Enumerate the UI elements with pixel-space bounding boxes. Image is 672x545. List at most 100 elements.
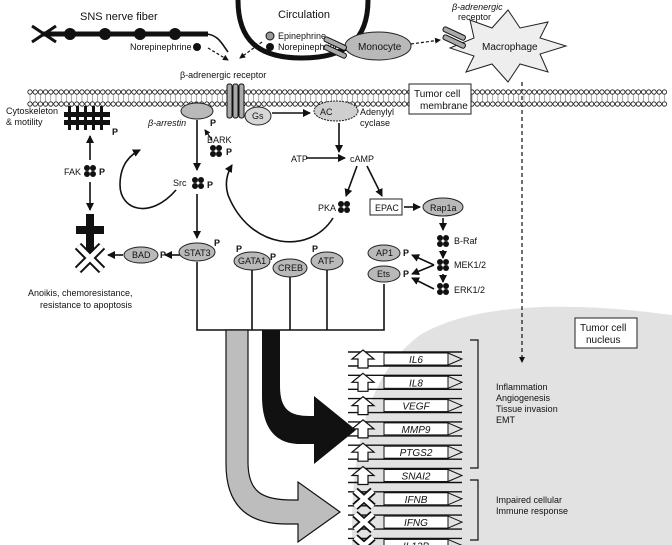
macrophage [448, 9, 568, 83]
atf-p: P [312, 244, 318, 254]
gene-box [383, 422, 449, 436]
braf-icon [437, 235, 449, 247]
monocyte-label: Monocyte [358, 42, 402, 53]
norepinephrine-nerve-label: Norepinephrine [130, 42, 192, 52]
adenylyl-label-2: cyclase [360, 118, 390, 128]
epinephrine-label: Epinephrine [278, 31, 326, 41]
outcome-up: Angiogenesis [496, 393, 551, 403]
epinephrine-dot [265, 31, 275, 41]
norepinephrine-dot [266, 43, 274, 51]
ets-p: P [403, 269, 409, 279]
fak-p: P [99, 167, 105, 177]
macrophage-label: Macrophage [482, 42, 538, 53]
gene-name: MMP9 [402, 425, 431, 436]
beta-arrestin [180, 102, 214, 120]
src-p: P [207, 180, 213, 190]
upregulation-arrow-icon [350, 372, 376, 392]
gene-box [383, 515, 449, 529]
gene-box [383, 375, 449, 389]
upregulation-arrow-icon [350, 395, 376, 416]
gene-list: IL6IL8VEGFMMP9PTGS2SNAI2IFNBIFNGIL12B [348, 349, 464, 545]
bark-label: BARK [207, 135, 232, 145]
gene-name: IL12B [403, 541, 429, 545]
epac-label: EPAC [375, 203, 399, 213]
upregulation-arrow-icon [350, 442, 376, 462]
camp-label: cAMP [350, 154, 374, 164]
tumor-cell-membrane-box [408, 83, 472, 115]
outcome-up: EMT [496, 415, 516, 425]
circulation-label: Circulation [278, 9, 330, 21]
stat3-p: P [214, 238, 220, 248]
gene-row-down: IFNB [348, 487, 464, 510]
pka-label: PKA [318, 203, 336, 213]
epac-box [369, 198, 403, 216]
outcomes-up: Inflammation Angiogenesis Tissue invasio… [496, 382, 558, 425]
downregulated-bracket [470, 479, 479, 541]
gene-name: IL8 [409, 378, 423, 389]
rap1a-node [422, 197, 464, 217]
ap1-p: P [403, 248, 409, 258]
circulation-vessel [235, 0, 371, 61]
upregulated-bracket [470, 339, 479, 469]
beta-receptor-top-label-1: β-adrenergic [451, 2, 503, 12]
ets-label: Ets [377, 269, 391, 279]
bad-node [123, 246, 159, 264]
gata1-p: P [236, 244, 242, 254]
tumor-cell-membrane-label-1: Tumor cell [414, 89, 460, 100]
rap1a-label: Rap1a [430, 203, 457, 213]
atp-label: ATP [291, 154, 308, 164]
gene-name: VEGF [402, 402, 430, 413]
gene-name: IFNG [404, 518, 428, 529]
beta-receptor-top-label-2: receptor [458, 12, 491, 22]
ac-label: AC [320, 107, 333, 117]
outcome-down: Immune response [496, 506, 568, 516]
beta-receptor-membrane-label: β-adrenergic receptor [180, 70, 266, 80]
anoikis-label-1: Anoikis, chemoresistance, [28, 288, 133, 298]
ap1-label: AP1 [376, 248, 393, 258]
src-label: Src [173, 178, 187, 188]
black-arrow [262, 330, 356, 464]
bad-label: BAD [132, 250, 151, 260]
sns-nerve-fiber [31, 24, 229, 53]
cytoskeleton-label-2: & motility [6, 117, 43, 127]
gs-label: Gs [252, 111, 264, 121]
upregulation-arrow-icon [350, 465, 376, 486]
upregulation-arrow-icon [350, 419, 376, 439]
outcome-down: Impaired cellular [496, 495, 562, 505]
outcome-up: Inflammation [496, 382, 548, 392]
gene-row-down: IFNG [348, 511, 464, 534]
mek-label: MEK1/2 [454, 260, 486, 270]
gene-row-up: IL8 [348, 372, 464, 392]
gene-row-up: MMP9 [348, 419, 464, 439]
gene-row-down: IL12B [348, 534, 463, 545]
norepinephrine-nerve-dot [193, 43, 201, 51]
beta-arrestin-p: P [210, 118, 216, 128]
fak-icon [84, 165, 96, 177]
cytoskeleton-label-1: Cytoskeleton [6, 106, 58, 116]
monocyte-receptor-icon [323, 36, 347, 59]
gene-box [383, 399, 449, 413]
gray-arrow [225, 329, 342, 544]
gene-row-up: PTGS2 [348, 442, 464, 462]
norepinephrine-circ-label: Norepinephrine [278, 42, 340, 52]
gene-name: IFNB [405, 495, 428, 506]
gata1-label: GATA1 [238, 256, 266, 266]
bad-p: P [160, 250, 166, 260]
erk-icon [437, 283, 449, 295]
tumor-cell-nucleus-label-1: Tumor cell [580, 323, 626, 334]
ap1-node [367, 244, 401, 262]
bark-icon [210, 145, 222, 157]
outcomes-down: Impaired cellular Immune response [496, 495, 568, 516]
creb-p: P [270, 252, 276, 262]
mek-icon [437, 259, 449, 271]
macrophage-receptor-icon [442, 26, 466, 49]
gene-box [383, 352, 449, 366]
anoikis-block-icon [74, 214, 106, 274]
outcome-up: Tissue invasion [496, 404, 558, 414]
creb-label: CREB [278, 263, 303, 273]
pka-icon [338, 201, 350, 213]
adenylyl-label-1: Adenylyl [360, 107, 394, 117]
adenylyl-cyclase [313, 100, 359, 122]
gs-protein [244, 106, 272, 126]
